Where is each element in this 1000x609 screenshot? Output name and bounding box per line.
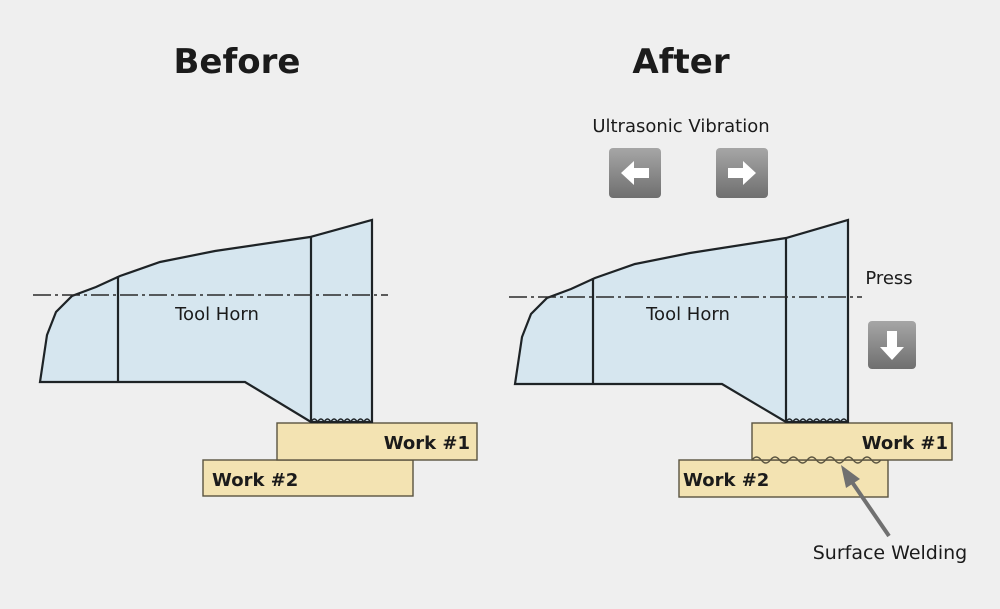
weld-pointer-arrow: [841, 465, 891, 538]
before-tool-horn-label: Tool Horn: [174, 304, 259, 325]
before-horn-knurl: [310, 418, 372, 424]
after-horn-knurl: [785, 418, 848, 424]
arrow-down-icon: [868, 321, 916, 369]
after-work1-label: Work #1: [862, 433, 948, 454]
press-label: Press: [865, 268, 912, 289]
before-tool-horn: [38, 218, 374, 424]
after-panel: After Ultrasonic Vibration Press Work #2…: [509, 42, 967, 564]
before-panel: Before Work #2 Work #1 Tool Horn: [33, 42, 478, 497]
arrow-left-icon: [609, 148, 661, 198]
before-work2-label: Work #2: [212, 470, 298, 491]
arrow-right-icon: [716, 148, 768, 198]
before-title: Before: [174, 42, 301, 82]
surface-weld-wave: [751, 456, 882, 464]
after-title: After: [632, 42, 729, 82]
before-work1-label: Work #1: [384, 433, 470, 454]
after-work1: [751, 422, 953, 461]
vibration-label: Ultrasonic Vibration: [592, 116, 769, 137]
after-tool-horn-label: Tool Horn: [645, 304, 730, 325]
surface-welding-label: Surface Welding: [813, 542, 968, 564]
before-work1: [276, 422, 478, 461]
after-work2-label: Work #2: [683, 470, 769, 491]
after-tool-horn: [513, 218, 850, 424]
before-work2: [202, 459, 414, 497]
